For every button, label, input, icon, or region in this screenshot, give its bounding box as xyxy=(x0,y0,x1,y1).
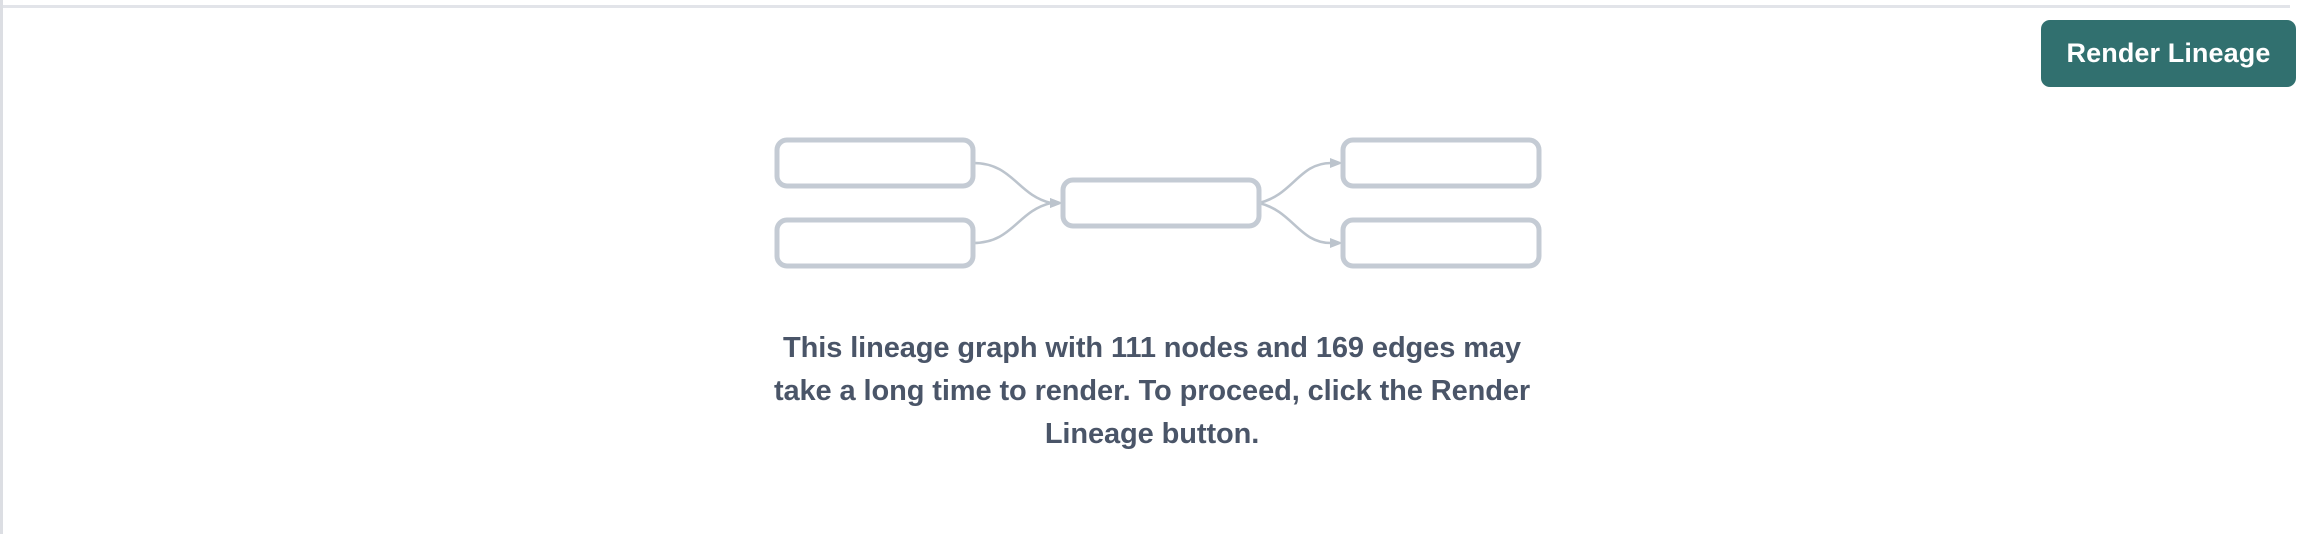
lineage-edge-center-to-downstream-2 xyxy=(1258,201,1343,248)
lineage-warning-message: This lineage graph with 111 nodes and 16… xyxy=(773,332,1531,450)
lineage-edge-upstream-2-to-center xyxy=(972,198,1063,245)
placeholder-node-downstream-1 xyxy=(1340,137,1542,189)
placeholder-node-upstream-1 xyxy=(774,137,976,189)
panel-top-divider xyxy=(3,5,2290,8)
lineage-edge-upstream-1-to-center xyxy=(972,161,1063,208)
placeholder-node-downstream-2 xyxy=(1340,217,1542,269)
lineage-placeholder-graph xyxy=(773,132,1553,274)
placeholder-node-center xyxy=(1060,177,1262,229)
placeholder-node-upstream-2 xyxy=(774,217,976,269)
lineage-edge-center-to-downstream-1 xyxy=(1258,158,1343,205)
render-lineage-button[interactable]: Render Lineage xyxy=(2041,20,2296,87)
